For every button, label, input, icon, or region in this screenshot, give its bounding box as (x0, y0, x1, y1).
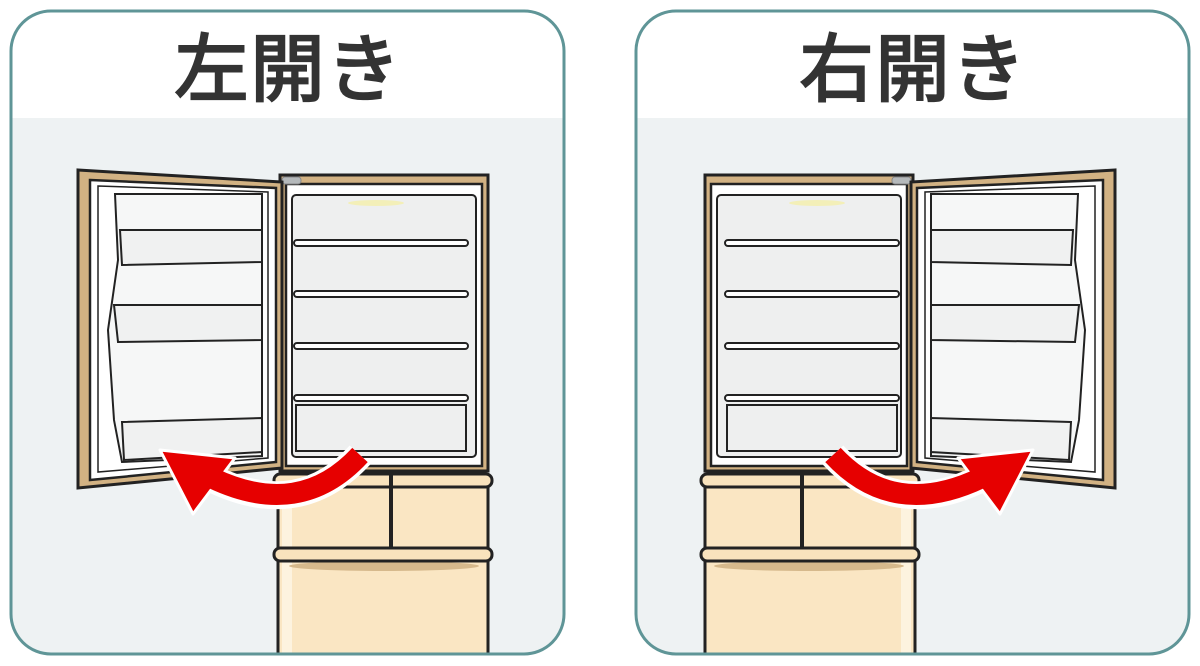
right-opening-title: 右開き (799, 27, 1028, 113)
panel-right-opening (634, 9, 1191, 656)
panel-left-opening (9, 9, 566, 656)
left-opening-title: 左開き (174, 27, 403, 113)
